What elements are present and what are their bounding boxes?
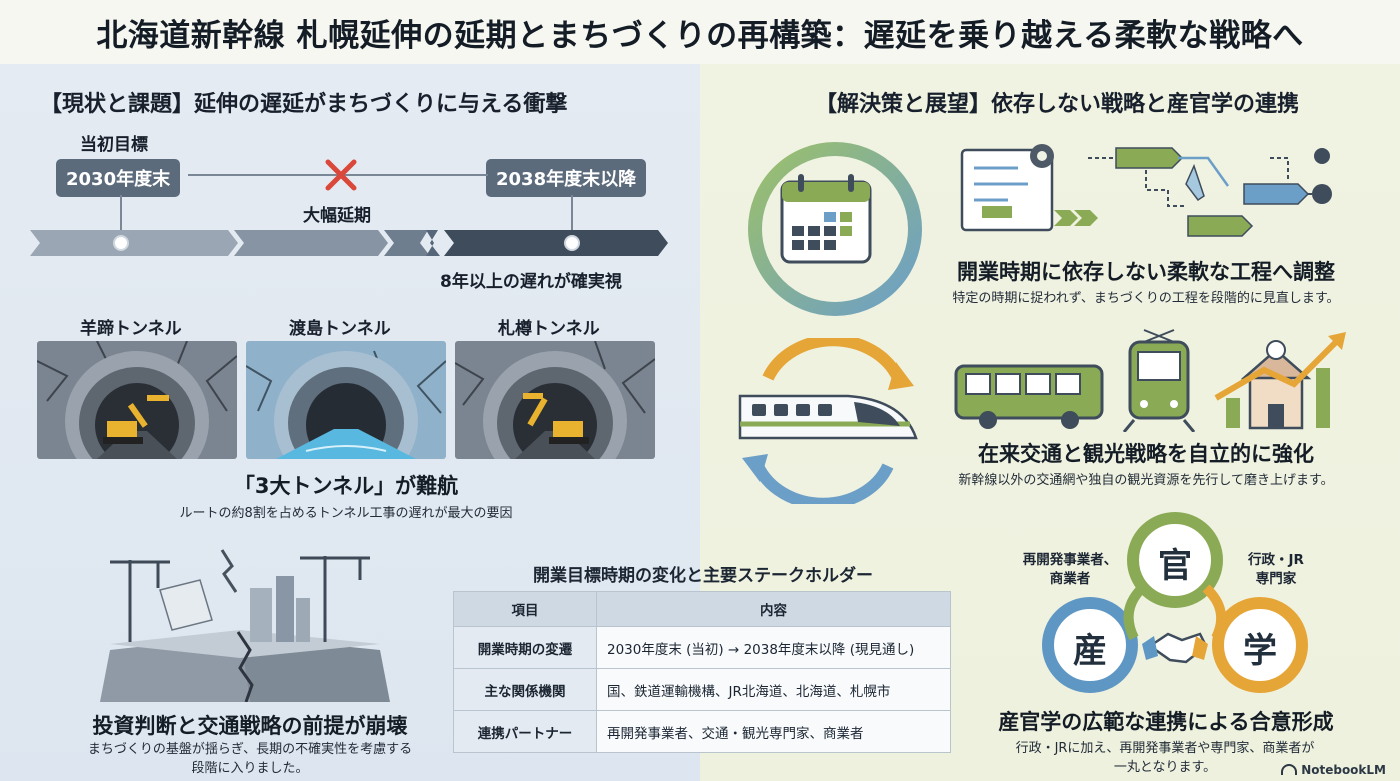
- collab-top-left-label-2: 商業者: [1049, 571, 1091, 587]
- initial-target-label: 当初目標: [80, 135, 148, 155]
- collapse-subtext-1: まちづくりの基盤が揺らぎ、長期の不確実性を考慮する: [87, 742, 413, 757]
- flexible-workflow-icon: [960, 144, 1332, 237]
- tunnel-excavator-image-3: [455, 341, 655, 459]
- table-cell-value: 再開発事業者、交通・観光専門家、商業者: [596, 710, 951, 753]
- block1-headline: 開業時期に依存しない柔軟な工程へ調整: [957, 260, 1335, 284]
- gaku-academia-label: 学: [1243, 631, 1277, 671]
- table-title: 開業目標時期の変化と主要ステークホルダー: [533, 566, 873, 586]
- table-row: 開業時期の変遷 2030年度末 (当初) → 2038年度末以降 (現見通し): [453, 626, 951, 669]
- collapse-headline: 投資判断と交通戦略の前提が崩壊: [92, 714, 408, 738]
- collab-top-left-label-1: 再開発事業者、: [1022, 552, 1118, 568]
- block3-subtext-1: 行政・JRに加え、再開発事業者や専門家、商業者が: [1015, 741, 1315, 756]
- table-header-row: 項目 内容: [453, 591, 951, 627]
- notebooklm-logo: NotebookLM: [1281, 763, 1386, 777]
- handshake-icon: [1142, 632, 1208, 664]
- calendar-cycle-icon: [748, 142, 922, 316]
- tunnel-excavator-image-1: [37, 341, 237, 459]
- cracked-foundation-cranes-icon: [100, 549, 390, 702]
- tunnel-water-image-2: [246, 341, 446, 459]
- stakeholder-table: 項目 内容 開業時期の変遷 2030年度末 (当初) → 2038年度末以降 (…: [453, 591, 951, 753]
- logo-icon: [1281, 764, 1298, 775]
- tunnel-name-1: 羊蹄トンネル: [80, 319, 182, 339]
- collapse-subtext-2: 段階に入りました。: [191, 761, 309, 776]
- delay-note: 8年以上の遅れが確実視: [440, 272, 622, 292]
- table-cell-value: 2030年度末 (当初) → 2038年度末以降 (現見通し): [596, 626, 951, 669]
- table-cell-key: 開業時期の変遷: [453, 626, 597, 669]
- initial-date-tag: 2030年度末: [56, 159, 181, 197]
- table-cell-value: 国、鉄道運輸機構、JR北海道、北海道、札幌市: [596, 668, 951, 711]
- collab-top-right-label-2: 専門家: [1255, 571, 1297, 587]
- table-row: 連携パートナー 再開発事業者、交通・観光専門家、商業者: [453, 710, 951, 753]
- timeline-graphic: [30, 159, 668, 256]
- cross-icon: [325, 159, 357, 191]
- kan-government-label: 官: [1158, 546, 1192, 586]
- block2-headline: 在来交通と観光戦略を自立的に強化: [978, 442, 1314, 466]
- block2-subtext: 新幹線以外の交通網や独自の観光資源を先行して磨き上げます。: [958, 473, 1334, 488]
- collaboration-cycle-diagram: [1042, 512, 1308, 693]
- table-row: 主な関係機関 国、鉄道運輸機構、JR北海道、北海道、札幌市: [453, 668, 951, 711]
- table-cell-key: 連携パートナー: [453, 710, 597, 753]
- san-industry-label: 産: [1073, 631, 1107, 671]
- tunnel-headline: 「3大トンネル」が難航: [233, 474, 459, 498]
- tunnel-name-3: 札樽トンネル: [498, 319, 600, 339]
- left-heading: 【現状と課題】延伸の遅延がまちづくりに与える衝撃: [40, 92, 568, 117]
- block3-headline: 産官学の広範な連携による合意形成: [998, 710, 1334, 734]
- page-title: 北海道新幹線 札幌延伸の延期とまちづくりの再構築：遅延を乗り越える柔軟な戦略へ: [96, 18, 1304, 54]
- col-header-content: 内容: [596, 591, 951, 627]
- bus-train-tourism-icon: [954, 329, 1346, 432]
- block1-subtext: 特定の時期に捉われず、まちづくりの工程を段階的に見直します。: [952, 291, 1340, 306]
- block3-subtext-2: 一丸となります。: [1113, 760, 1217, 775]
- tunnel-subtext: ルートの約8割を占めるトンネル工事の遅れが最大の要因: [179, 506, 513, 521]
- logo-text: NotebookLM: [1301, 763, 1386, 777]
- new-date-tag: 2038年度末以降: [486, 159, 647, 197]
- collab-top-right-label-1: 行政・JR: [1248, 552, 1304, 568]
- bullet-train-cycle-icon: [738, 338, 918, 504]
- delay-label: 大幅延期: [303, 206, 371, 226]
- col-header-item: 項目: [453, 591, 597, 627]
- right-heading: 【解決策と展望】依存しない戦略と産官学の連携: [814, 92, 1299, 117]
- tunnel-name-2: 渡島トンネル: [289, 319, 391, 339]
- table-cell-key: 主な関係機関: [453, 668, 597, 711]
